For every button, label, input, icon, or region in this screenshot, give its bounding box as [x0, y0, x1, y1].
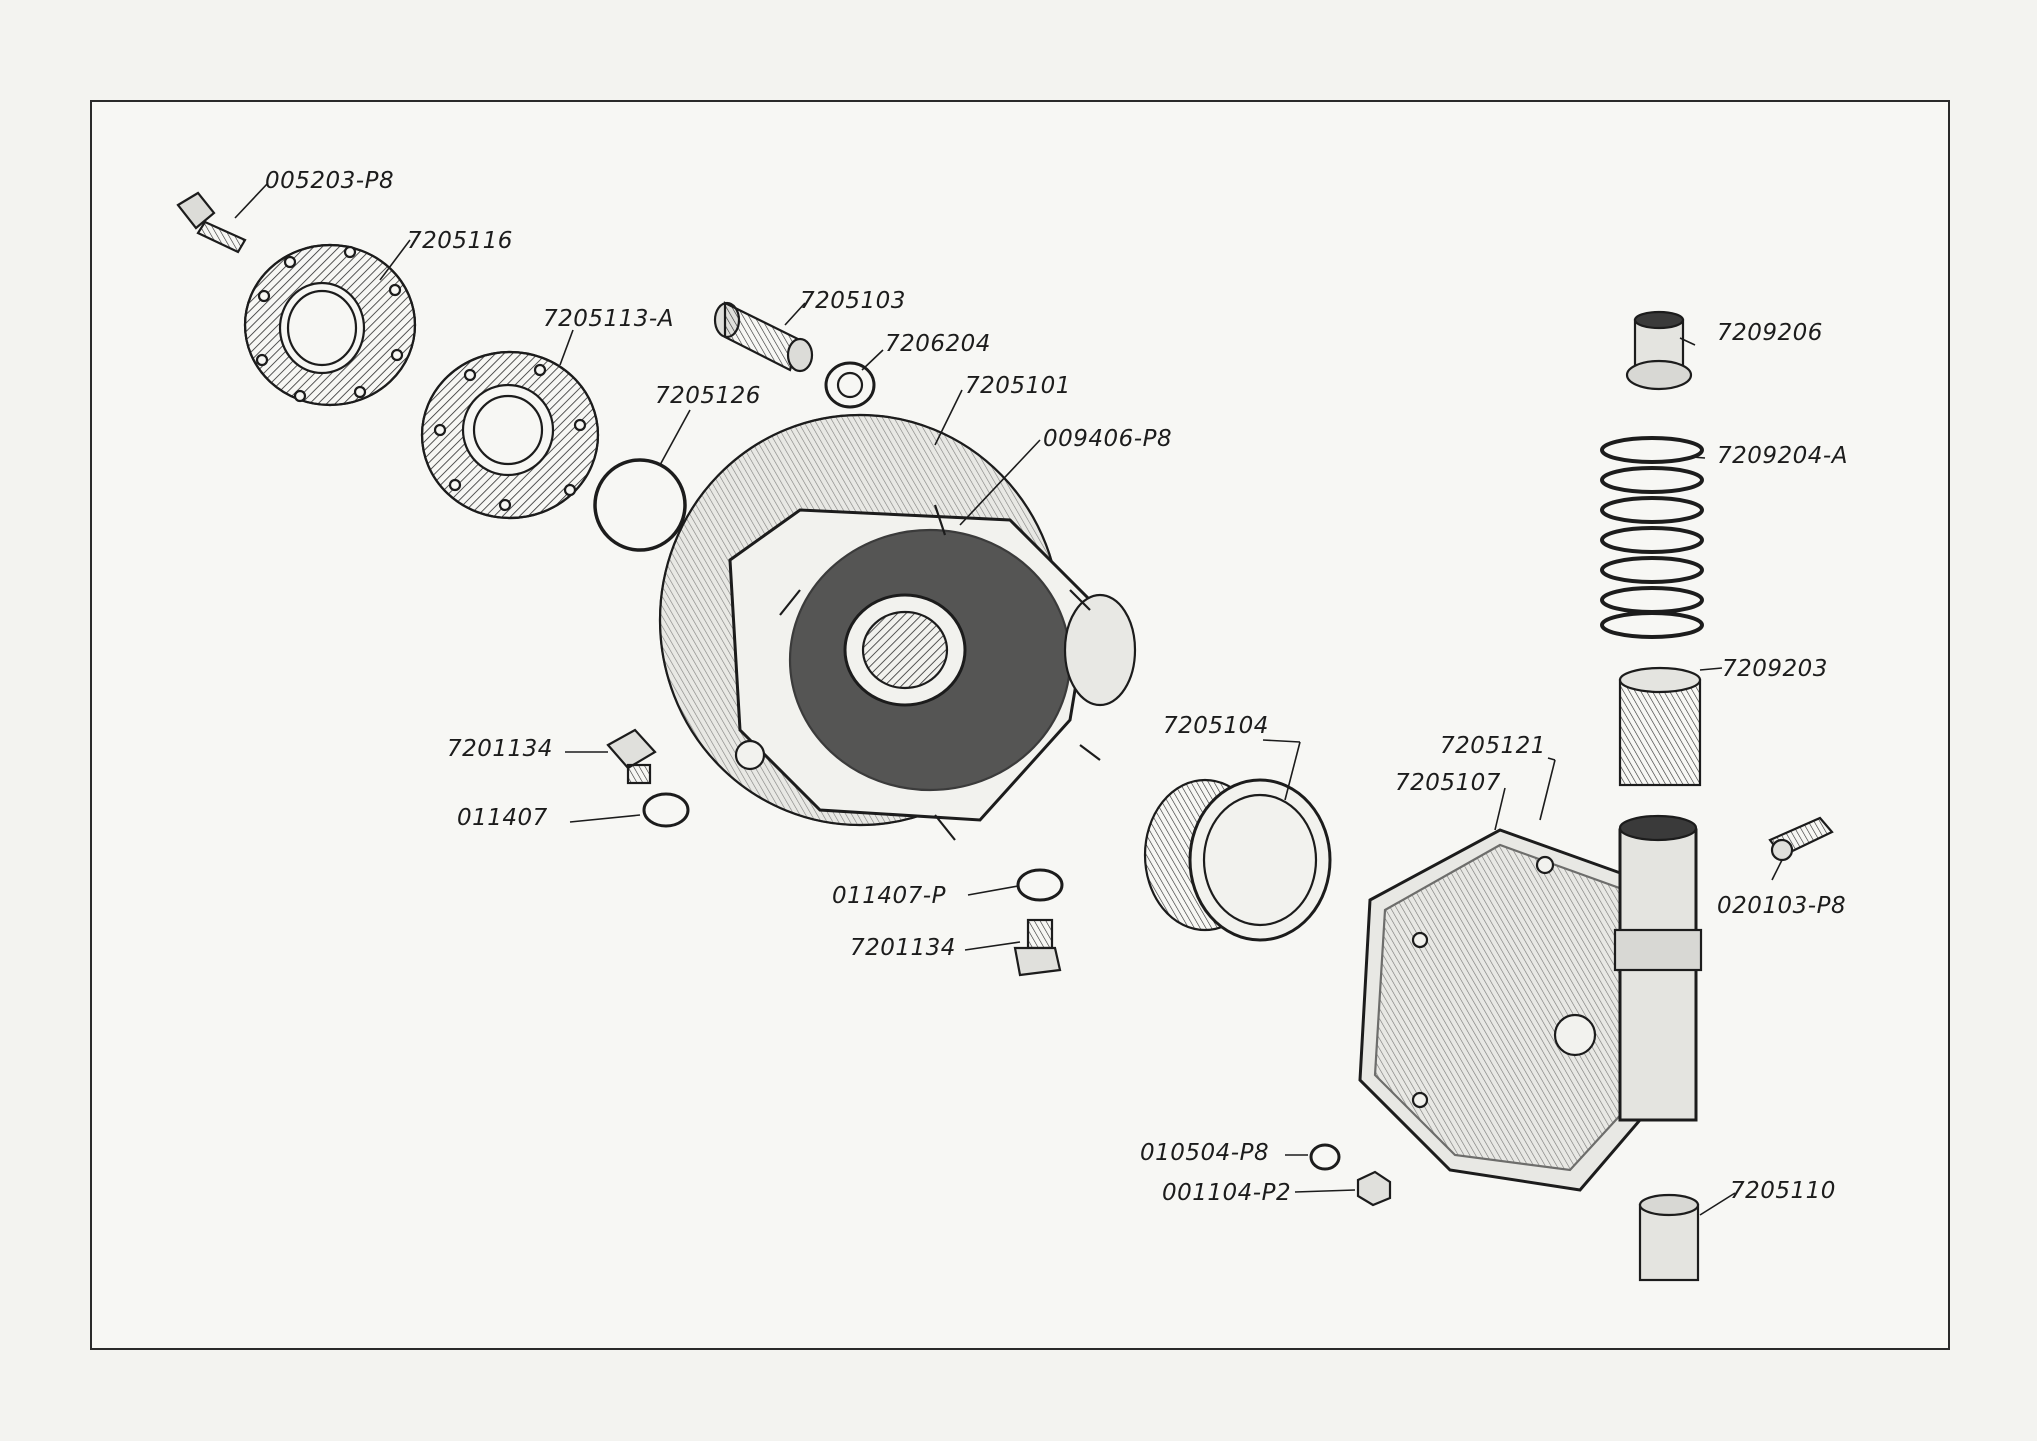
label-005203: 005203-P8	[265, 168, 395, 194]
label-7205113a: 7205113-A	[543, 306, 674, 332]
label-7205101: 7205101	[965, 373, 1071, 399]
label-7205103: 7205103	[800, 288, 906, 314]
label-010504: 010504-P8	[1140, 1140, 1270, 1166]
label-7201134-left: 7201134	[447, 736, 553, 762]
label-7205110: 7205110	[1730, 1178, 1836, 1204]
pin-7205103	[713, 301, 814, 373]
spring-7209204a	[1600, 436, 1704, 639]
label-009406: 009406-P8	[1043, 426, 1173, 452]
label-011407p: 011407-P	[832, 883, 946, 909]
shaft-column	[1613, 814, 1703, 1122]
label-7205107: 7205107	[1395, 770, 1501, 796]
nut-001104	[1356, 1170, 1392, 1207]
label-011407: 011407	[457, 805, 548, 831]
fitting-020103	[1768, 816, 1834, 862]
plug-7201134-left	[606, 728, 657, 785]
label-020103: 020103-P8	[1717, 893, 1847, 919]
cap-7209206	[1625, 310, 1693, 391]
bushing-7205110	[1638, 1193, 1700, 1282]
washer-7206204	[824, 361, 876, 409]
sleeve-7205104	[1143, 778, 1332, 942]
label-7209204a: 7209204-A	[1717, 443, 1848, 469]
plug-7201134-lower	[1013, 918, 1062, 977]
label-7205116: 7205116	[407, 228, 513, 254]
label-7205104: 7205104	[1163, 713, 1269, 739]
label-7206204: 7206204	[885, 331, 991, 357]
flange-7205113a	[420, 350, 600, 520]
washer-010504	[1309, 1143, 1341, 1171]
ring-7205126	[593, 458, 687, 552]
washer-011407	[642, 792, 690, 828]
housing-7205107	[1358, 828, 1642, 1192]
label-7205121: 7205121	[1440, 733, 1546, 759]
label-7209203: 7209203	[1722, 656, 1828, 682]
label-001104: 001104-P2	[1162, 1180, 1292, 1206]
bushing-7209203	[1618, 666, 1702, 787]
leader-lines	[234, 182, 1783, 1216]
label-7205126: 7205126	[655, 383, 761, 409]
housing-7205101	[658, 413, 1137, 841]
washer-011407p	[1016, 868, 1064, 902]
bolt-005203	[176, 191, 247, 254]
label-7209206: 7209206	[1717, 320, 1823, 346]
label-7201134-lower: 7201134	[850, 935, 956, 961]
flange-7205116	[243, 243, 417, 407]
